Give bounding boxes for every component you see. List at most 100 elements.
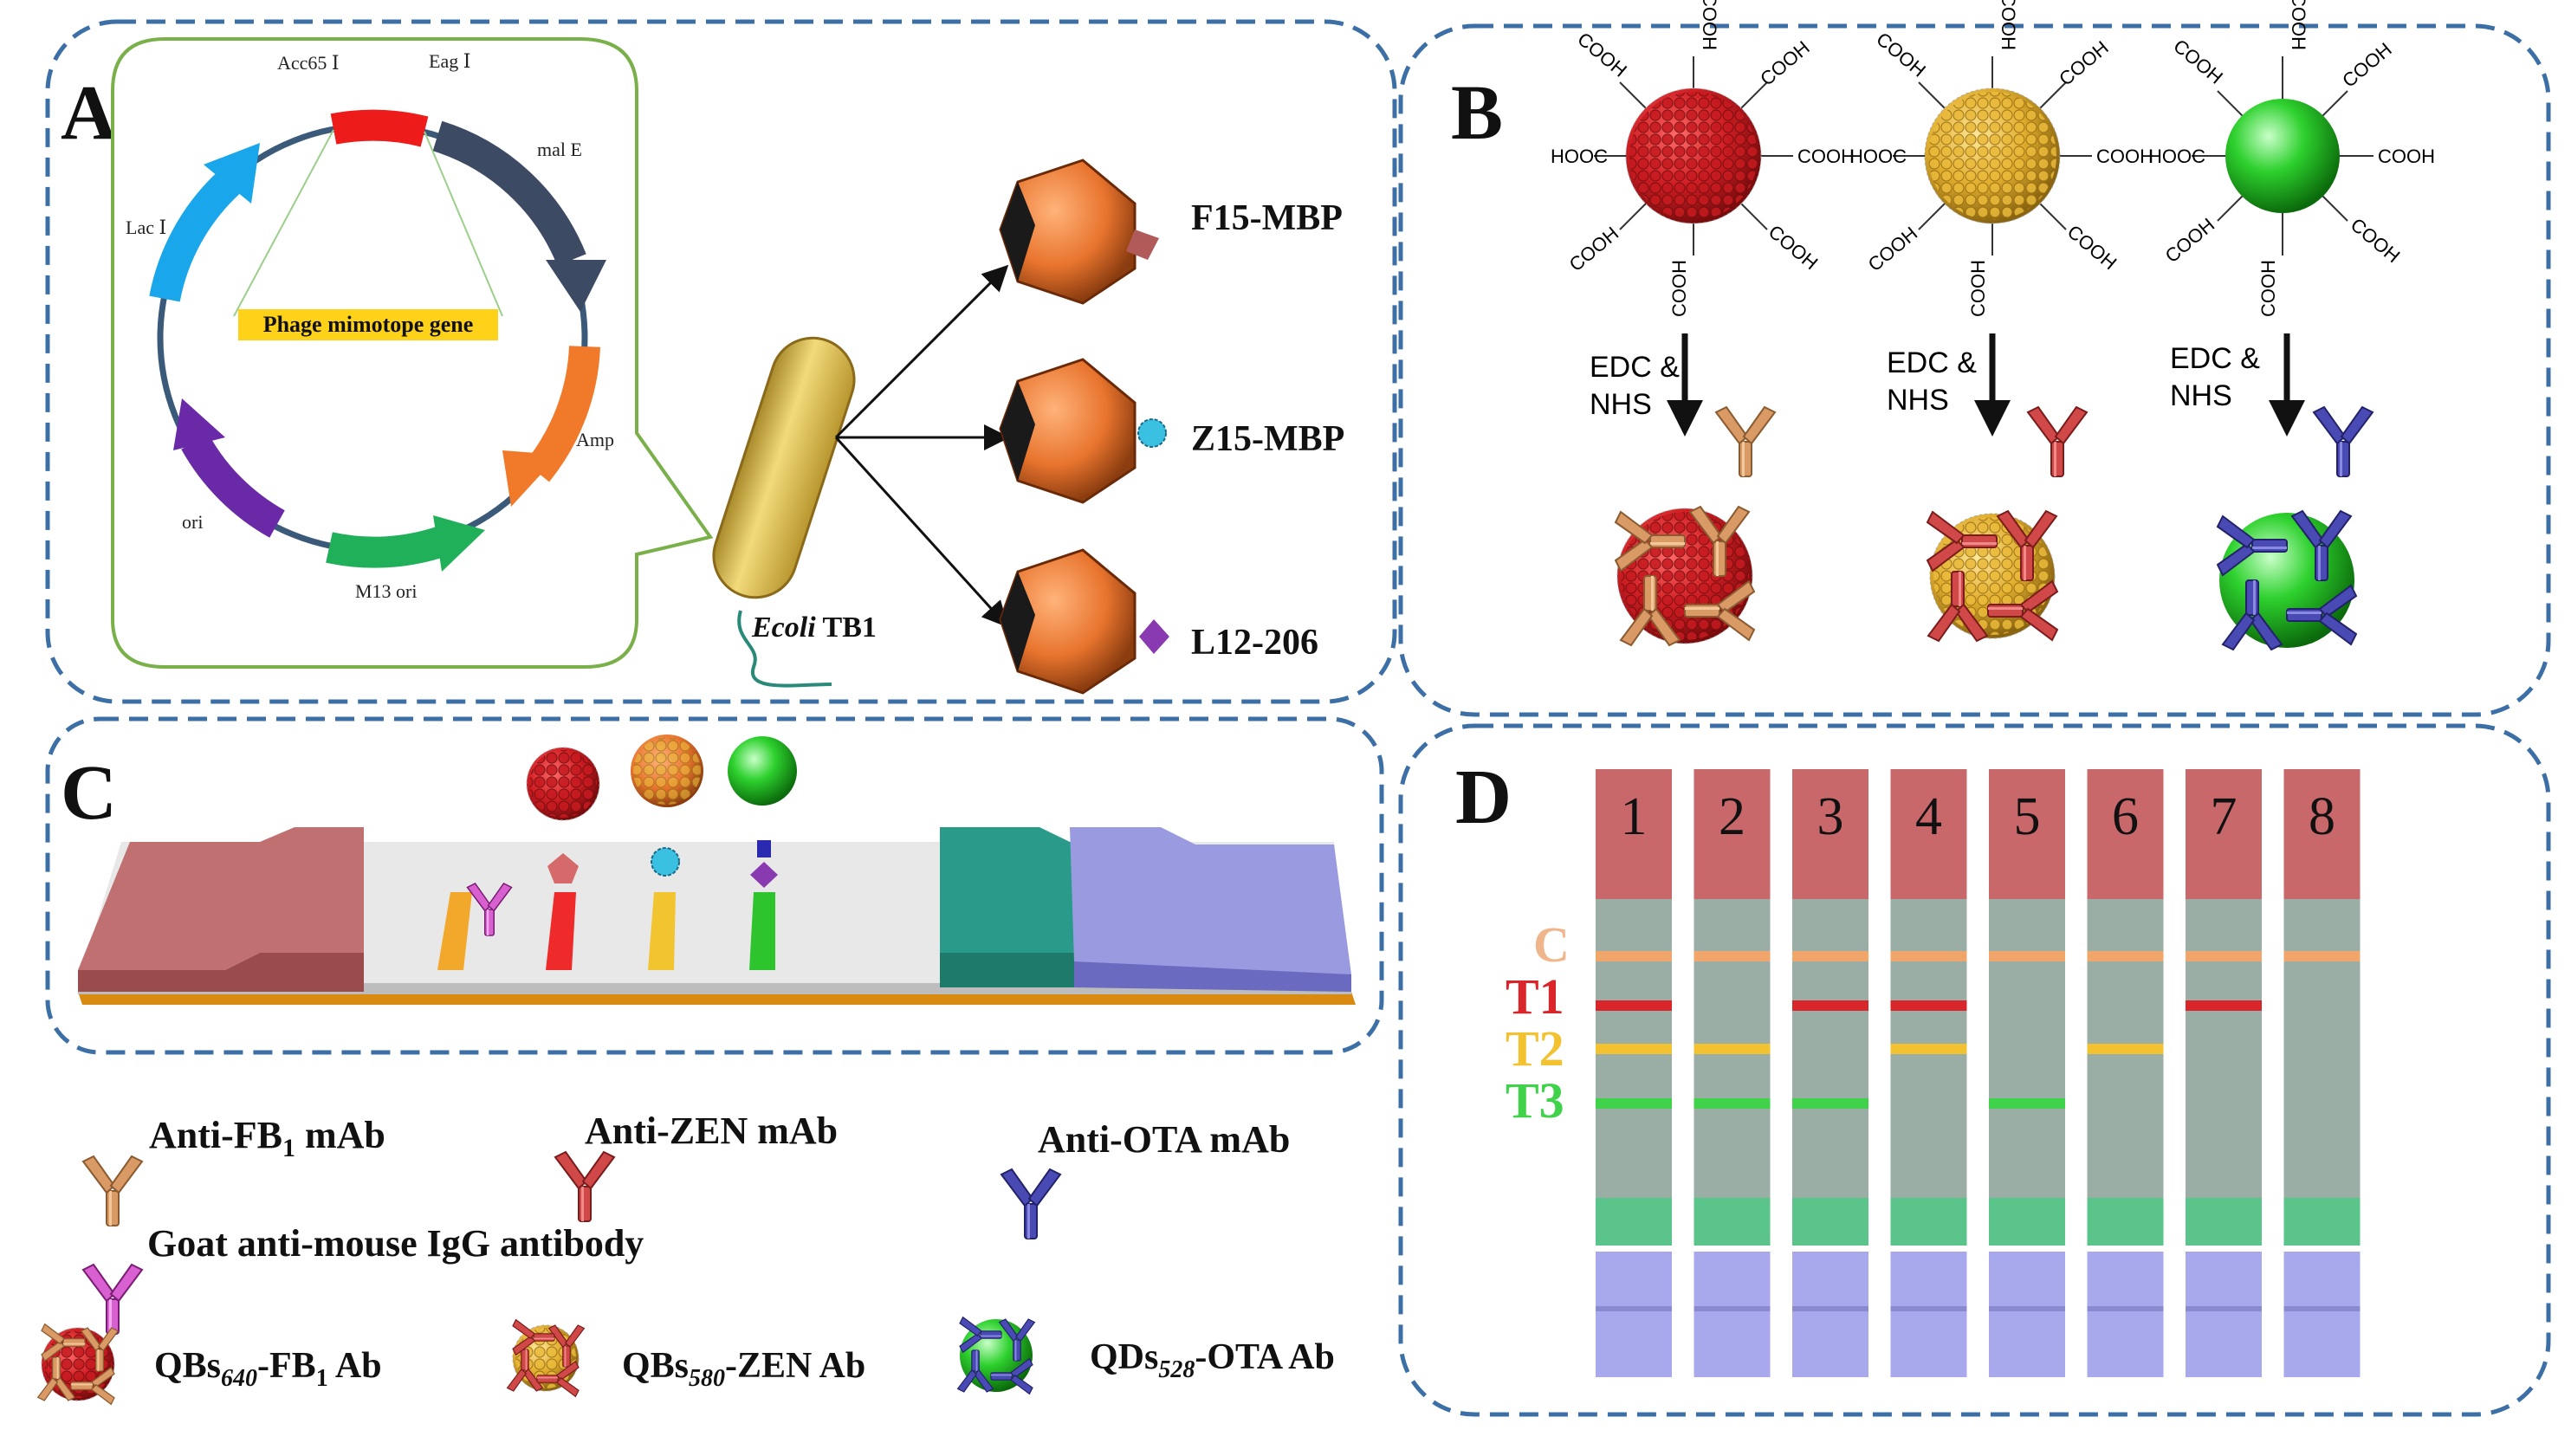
strip-5-line-c [1989, 951, 2065, 961]
strip-7-number: 7 [2211, 787, 2237, 846]
reagent-nhs-3: NHS [2170, 379, 2232, 412]
lac-arrow [149, 170, 241, 302]
m13-arrow [326, 526, 447, 568]
strip-1-line-c [1596, 951, 1672, 961]
green-qd-cooh-tl: COOH [2169, 35, 2227, 88]
flagellum [737, 610, 832, 688]
strip-3-membrane [1792, 899, 1868, 1198]
gold-qb-cooh-br: COOH [2063, 221, 2121, 275]
strip-4-line-c [1890, 951, 1967, 961]
panel-d-letter: D [1455, 754, 1512, 840]
strip-7-line-c [2186, 951, 2262, 961]
red-qb-cooh-tr: COOH [1756, 36, 1814, 90]
conjugate-pad [940, 827, 1091, 966]
conjugation-step-2: EDC & NHS [1887, 333, 2088, 477]
green-qd-cooh-right: COOH [2378, 146, 2435, 167]
absorbent-pad [1070, 827, 1351, 974]
reagent-edc-2: EDC & [1887, 346, 1977, 379]
strip-6-absorbent-pad [2087, 1252, 2164, 1377]
strip-2-pad-fold [1693, 1306, 1771, 1311]
strip-7-sample-pad [2186, 769, 2262, 899]
strip-6-line-t2 [2087, 1044, 2164, 1054]
reagent-edc-1: EDC & [1590, 351, 1680, 384]
site-eag: Eag Ⅰ [429, 50, 470, 72]
legend-anti-ota-icon [1001, 1168, 1061, 1239]
legend-qb580-icon [506, 1318, 586, 1398]
green-qd-cooh-bottom: COOH [2257, 260, 2279, 317]
panel-b-border [1398, 23, 2551, 717]
strip-5-absorbent-pad [1989, 1252, 2065, 1377]
strip-3-line-c [1792, 951, 1868, 961]
phage-l12 [999, 548, 1169, 695]
strip-4-line-t2 [1890, 1044, 1967, 1054]
antibody-fb1-icon [1715, 406, 1776, 477]
strip-5-sample-pad [1989, 769, 2065, 899]
insert-line-right [424, 131, 503, 317]
line-label-t1: T1 [1506, 968, 1564, 1025]
legend-qb580: QBs580-ZEN Ab [622, 1346, 865, 1392]
strip-6-conjugate-pad [2087, 1198, 2164, 1246]
panel-b-letter: B [1451, 70, 1503, 156]
strip-3-sample-pad [1792, 769, 1868, 899]
complex-fb1 [526, 747, 600, 883]
gold-qb-conjugate [1927, 510, 2058, 642]
gold-qb-cooh-right: COOH [2096, 146, 2153, 167]
red-qb-cooh-tl: COOH [1573, 28, 1631, 81]
green-qd-cooh-tr: COOH [2338, 38, 2396, 92]
insert-segment [330, 109, 429, 147]
complex-zen [631, 734, 703, 877]
strip-2-line-c [1693, 951, 1771, 961]
legend-anti-fb1-icon [82, 1155, 143, 1226]
panel-b: B COOH HOOC COOH COOH COOH COOH COOH COO… [1398, 0, 2551, 717]
strip-4-pad-fold [1890, 1306, 1967, 1311]
male-arrowhead [546, 260, 606, 312]
test-line-1 [546, 892, 576, 970]
legend-anti-zen-icon [554, 1151, 615, 1222]
legend-goat: Goat anti-mouse IgG antibody [147, 1222, 644, 1265]
strip-7-absorbent-pad [2186, 1252, 2262, 1377]
ecoli-cell [712, 336, 856, 599]
control-line [437, 892, 472, 970]
strip-6-number: 6 [2112, 787, 2139, 846]
strip-5-conjugate-pad [1989, 1198, 2065, 1246]
ori-arrowhead [173, 398, 225, 450]
gene-male: mal E [537, 139, 582, 160]
gold-qb-hooc-left: HOOC [1849, 146, 1907, 167]
strip-4-line-t1 [1890, 1000, 1967, 1011]
reagent-nhs-1: NHS [1590, 388, 1652, 421]
green-qd-cooh-br: COOH [2347, 214, 2405, 268]
strip-4-number: 4 [1915, 787, 1942, 846]
strip-1-pad-fold [1596, 1306, 1672, 1311]
red-qb-carboxyl: COOH HOOC COOH COOH COOH COOH COOH COOH [1551, 0, 1855, 317]
panel-c-letter: C [61, 750, 117, 836]
phage-z15 [999, 358, 1167, 504]
strip-2-line-t3 [1693, 1098, 1771, 1109]
strip-2-number: 2 [1719, 787, 1745, 846]
strip-5-number: 5 [2014, 787, 2041, 846]
gold-qb-cooh-bottom: COOH [1967, 260, 1989, 317]
gold-qb-cooh-top: COOH [1998, 0, 2019, 50]
strip-6-line-c [2087, 951, 2164, 961]
panel-c-border [45, 716, 1384, 1055]
strip-3-pad-fold [1792, 1306, 1868, 1311]
strip-7-line-t1 [2186, 1000, 2262, 1011]
legend-anti-zen: Anti-ZEN mAb [585, 1110, 838, 1152]
strip-2-sample-pad [1693, 769, 1771, 899]
panel-a: A Phage mimotope gene Acc65 Ⅰ Eag Ⅰ mal … [45, 19, 1397, 704]
strip-8-absorbent-pad [2283, 1252, 2361, 1377]
gene-ori: ori [182, 511, 203, 533]
strip-1-sample-pad [1596, 769, 1672, 899]
strip-3-line-t3 [1792, 1098, 1868, 1109]
strip-8-pad-fold [2283, 1306, 2361, 1311]
legend: Anti-FB1 mAb Anti-ZEN mAb Anti-OTA mAb G… [37, 1110, 1335, 1405]
panel-a-letter: A [61, 70, 117, 156]
strip-8-membrane [2283, 899, 2361, 1198]
gene-amp: Amp [576, 429, 614, 450]
legend-anti-ota: Anti-OTA mAb [1038, 1118, 1290, 1161]
ecoli-label: Ecoli TB1 [751, 612, 877, 644]
green-qd-carboxyl: COOH HOOC COOH COOH COOH COOH COOH COOH [2148, 0, 2435, 317]
strip-1-line-t3 [1596, 1098, 1672, 1109]
strip-1-conjugate-pad [1596, 1198, 1672, 1246]
